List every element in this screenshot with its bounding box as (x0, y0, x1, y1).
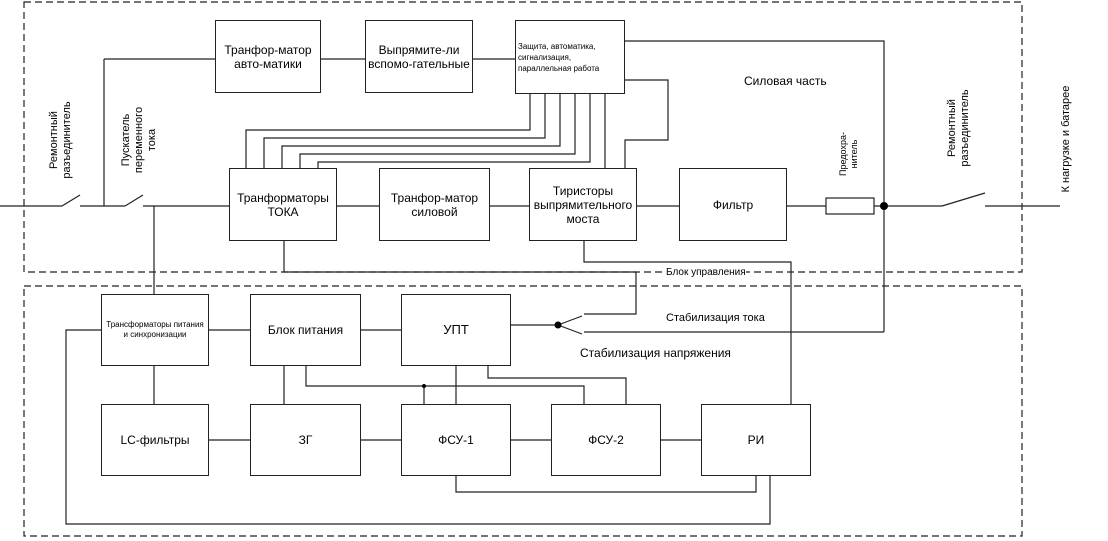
fsu2-block: ФСУ-2 (551, 404, 661, 476)
thyristor-bridge-block: Тиристоры выпрямительного моста (529, 168, 637, 241)
ac-starter-label: Пускатель переменного тока (120, 106, 158, 174)
repair-disconnector-right-label: Ремонтный разъединитель (946, 89, 971, 167)
junction-dot (880, 202, 888, 210)
ri-block: РИ (701, 404, 811, 476)
current-transformers-block: Транформаторы ТОКА (229, 168, 337, 241)
zg-block: ЗГ (250, 404, 361, 476)
fuse-label: Предохра-нитель (838, 132, 859, 176)
junction-dot (422, 384, 426, 388)
voltage-stabilization-label: Стабилизация напряжения (580, 346, 731, 360)
aux-rectifiers-block: Выпрямите-ли вспомо-гательные (365, 20, 473, 93)
lc-filters-block: LC-фильтры (101, 404, 209, 476)
power-section-title: Силовая часть (744, 74, 827, 88)
repair-disconnector-left-label: Ремонтный разъединитель (48, 101, 73, 179)
junction-dot (554, 321, 562, 329)
supply-sync-transformers-block: Трансформаторы питания и синхронизации (101, 294, 209, 366)
to-load-label: К нагрузке и батарее (1060, 85, 1072, 193)
control-section-frame (23, 285, 1023, 537)
power-supply-block: Блок питания (250, 294, 361, 366)
power-transformer-block: Транфор-матор силовой (379, 168, 490, 241)
fsu1-block: ФСУ-1 (401, 404, 511, 476)
upt-block: УПТ (401, 294, 511, 366)
auto-transformer-block: Транфор-матор авто-матики (215, 20, 321, 93)
fuse-symbol (825, 197, 875, 215)
control-section-title: Блок управления (666, 267, 746, 278)
protection-block: Защита, автоматика, сигнализация, паралл… (515, 20, 625, 94)
current-stabilization-label: Стабилизация тока (666, 312, 765, 324)
filter-block: Фильтр (679, 168, 787, 241)
